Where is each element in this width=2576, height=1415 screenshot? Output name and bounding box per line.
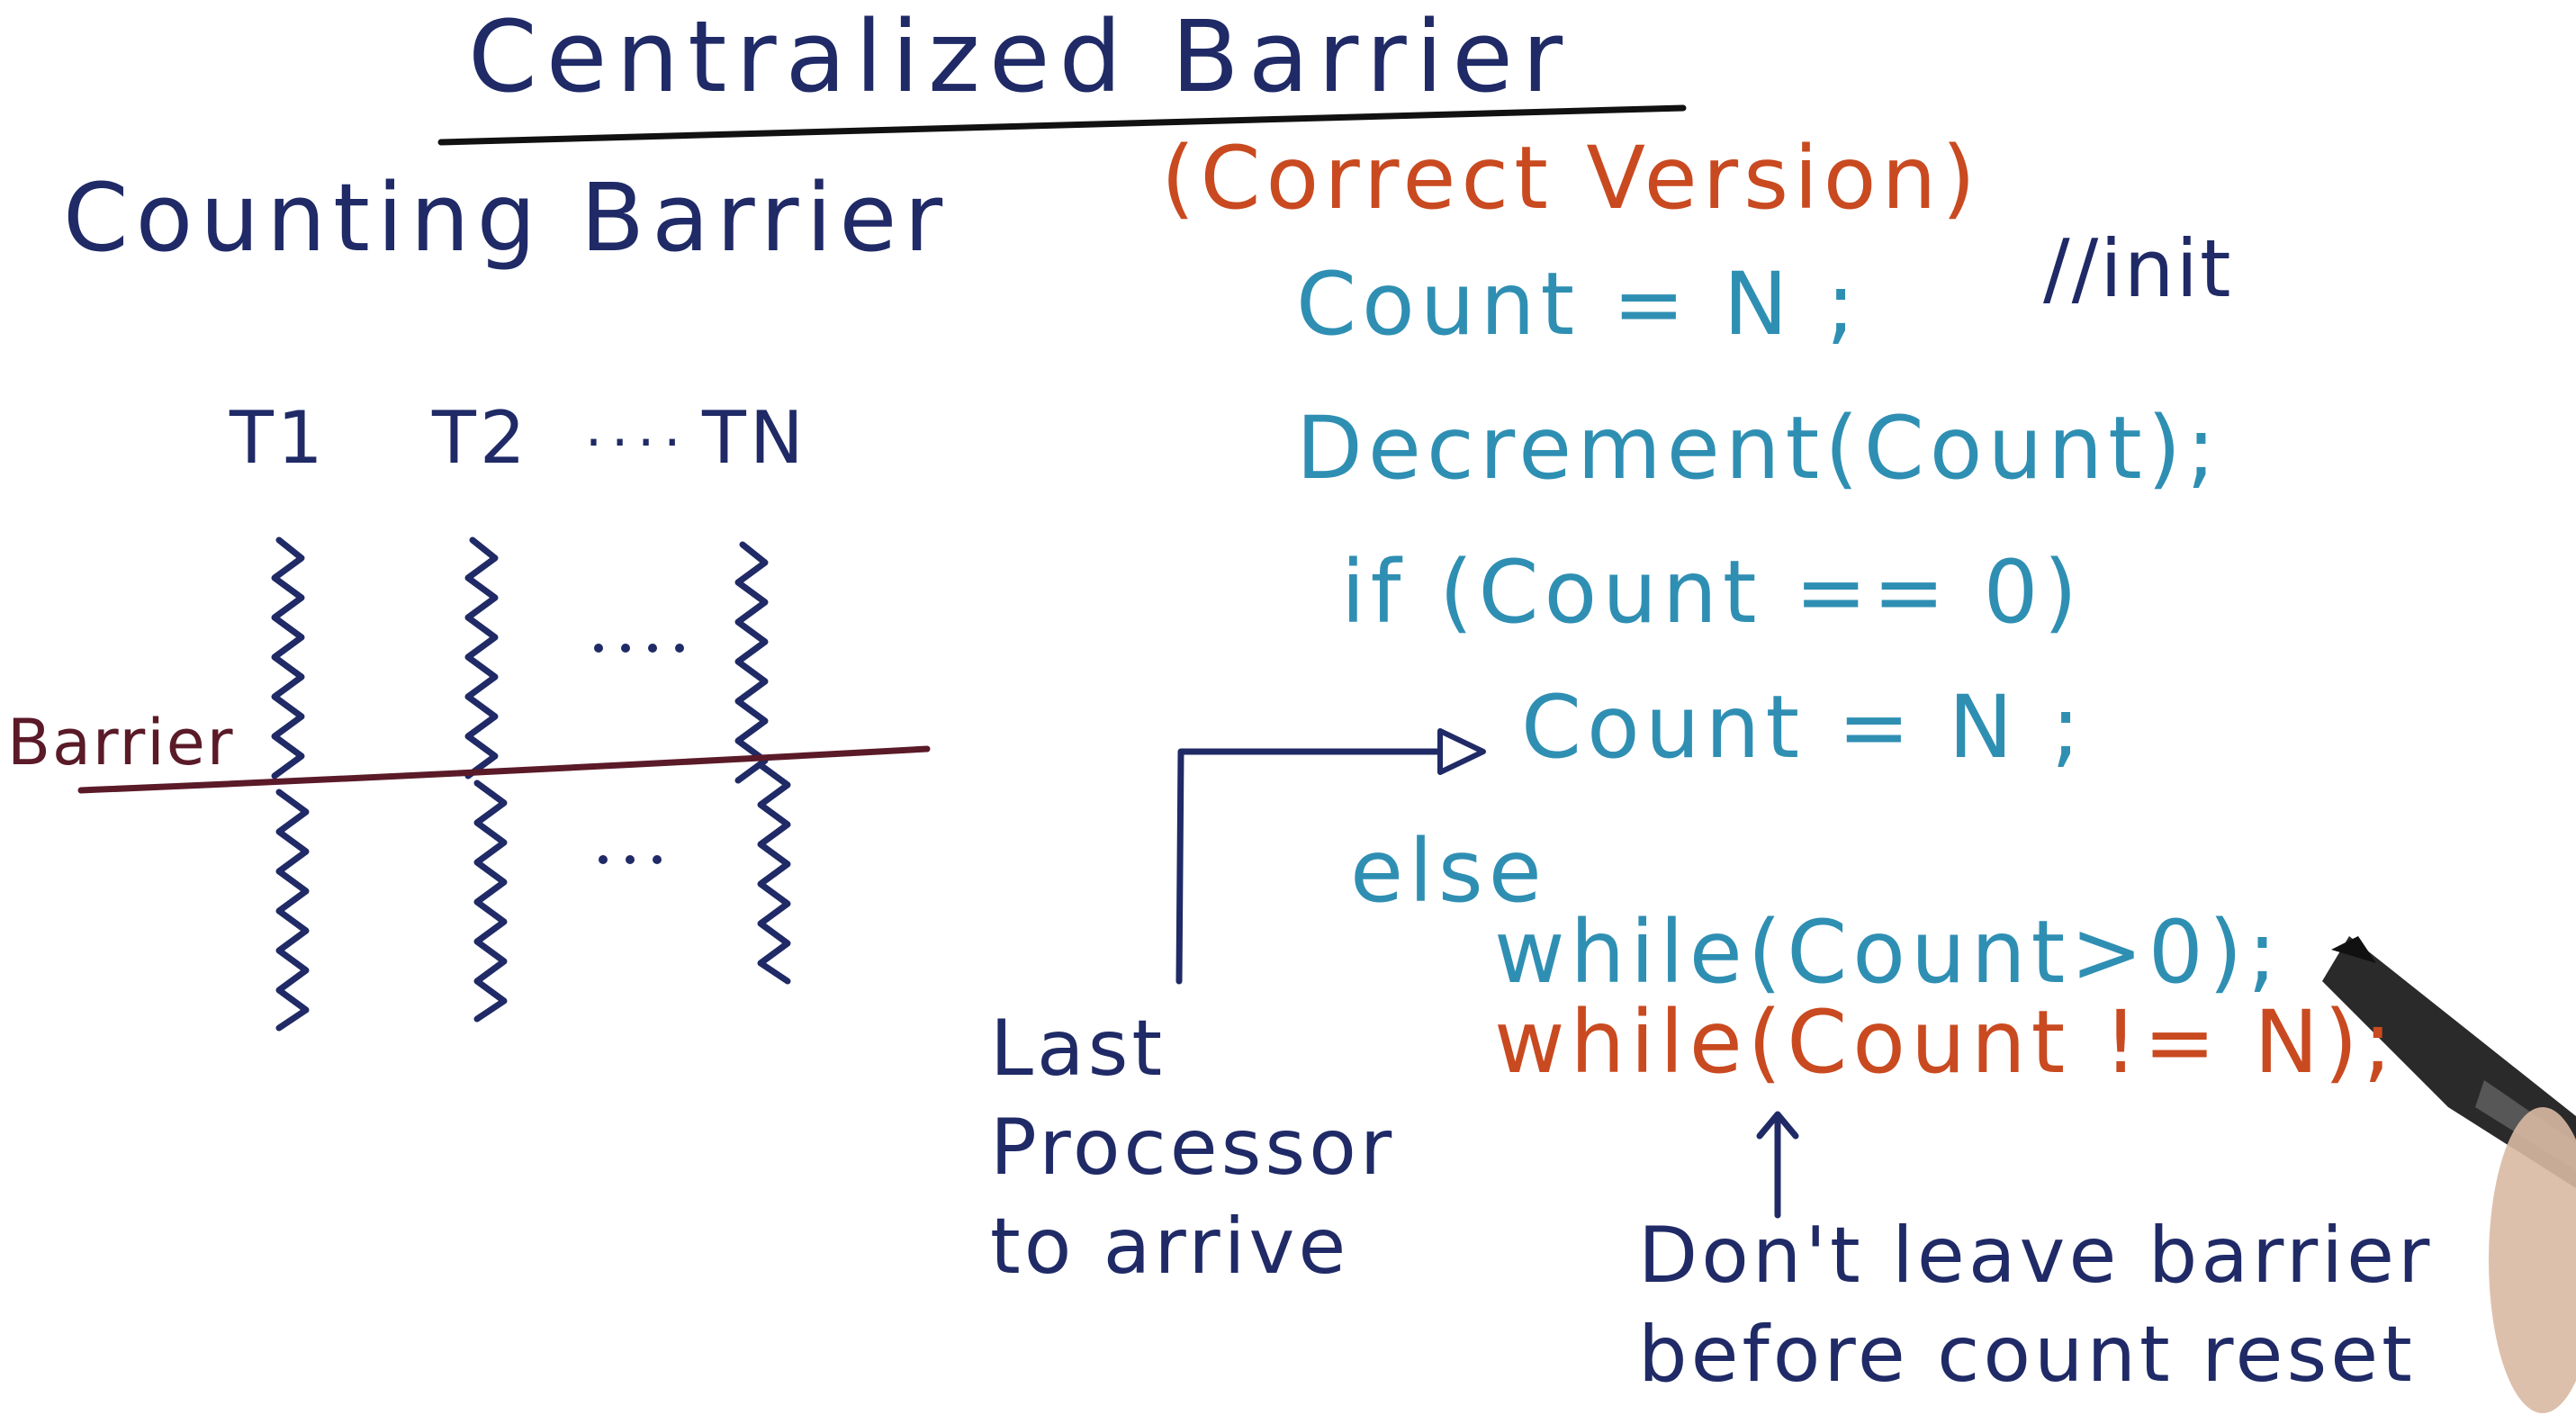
annotation-left-line-2: Processor (990, 1103, 1396, 1194)
page-title: Centralized Barrier (468, 0, 1572, 114)
code-line-init: Count = N ; (1296, 254, 1861, 355)
annotation-last-processor: Last Processor to arrive (990, 999, 1395, 1296)
thread-n-wave-top (734, 541, 769, 784)
code-line-decrement: Decrement(Count); (1296, 398, 2221, 499)
thread-label-dots: .... (585, 396, 690, 459)
title-underline (437, 104, 1687, 146)
code-line-if: if (Count == 0) (1341, 542, 2083, 643)
annotation-right-line-2: before count reset (1638, 1310, 2416, 1401)
code-line-else: else (1350, 821, 1547, 922)
thread-1-wave-top (271, 536, 305, 780)
code-line-reset: Count = N ; (1521, 677, 2086, 778)
thread-label-t2: T2 (432, 396, 529, 480)
subtitle-note: (Correct Version) (1161, 128, 1981, 229)
arrow-icon (1437, 728, 1486, 775)
thread-2-wave-bottom (473, 780, 508, 1023)
subtitle: Counting Barrier (63, 163, 950, 273)
pen-icon (2322, 936, 2576, 1413)
thread-dots-lower (599, 855, 662, 864)
dont-leave-arrow-head (1756, 1111, 1799, 1140)
code-line-spin-wait: while(Count>0); (1494, 902, 2283, 1003)
thread-1-wave-bottom (275, 789, 310, 1032)
thread-n-wave-bottom (757, 762, 791, 985)
annotation-left-line-3: to arrive (990, 1202, 1350, 1293)
annotation-right-line-1: Don't leave barrier (1638, 1211, 2434, 1301)
last-processor-arrow (1175, 748, 1444, 985)
barrier-label: Barrier (7, 706, 235, 780)
code-comment-init: //init (2043, 222, 2233, 315)
annotation-left-line-1: Last (990, 1004, 1166, 1094)
annotation-dont-leave-barrier: Don't leave barrier before count reset (1638, 1206, 2433, 1404)
thread-label-tn: TN (702, 396, 807, 480)
thread-label-t1: T1 (230, 396, 327, 480)
thread-2-wave-top (464, 536, 499, 780)
code-line-reset-wait: while(Count != N); (1494, 992, 2398, 1093)
thread-dots-upper (594, 644, 684, 653)
barrier-line (77, 745, 931, 794)
